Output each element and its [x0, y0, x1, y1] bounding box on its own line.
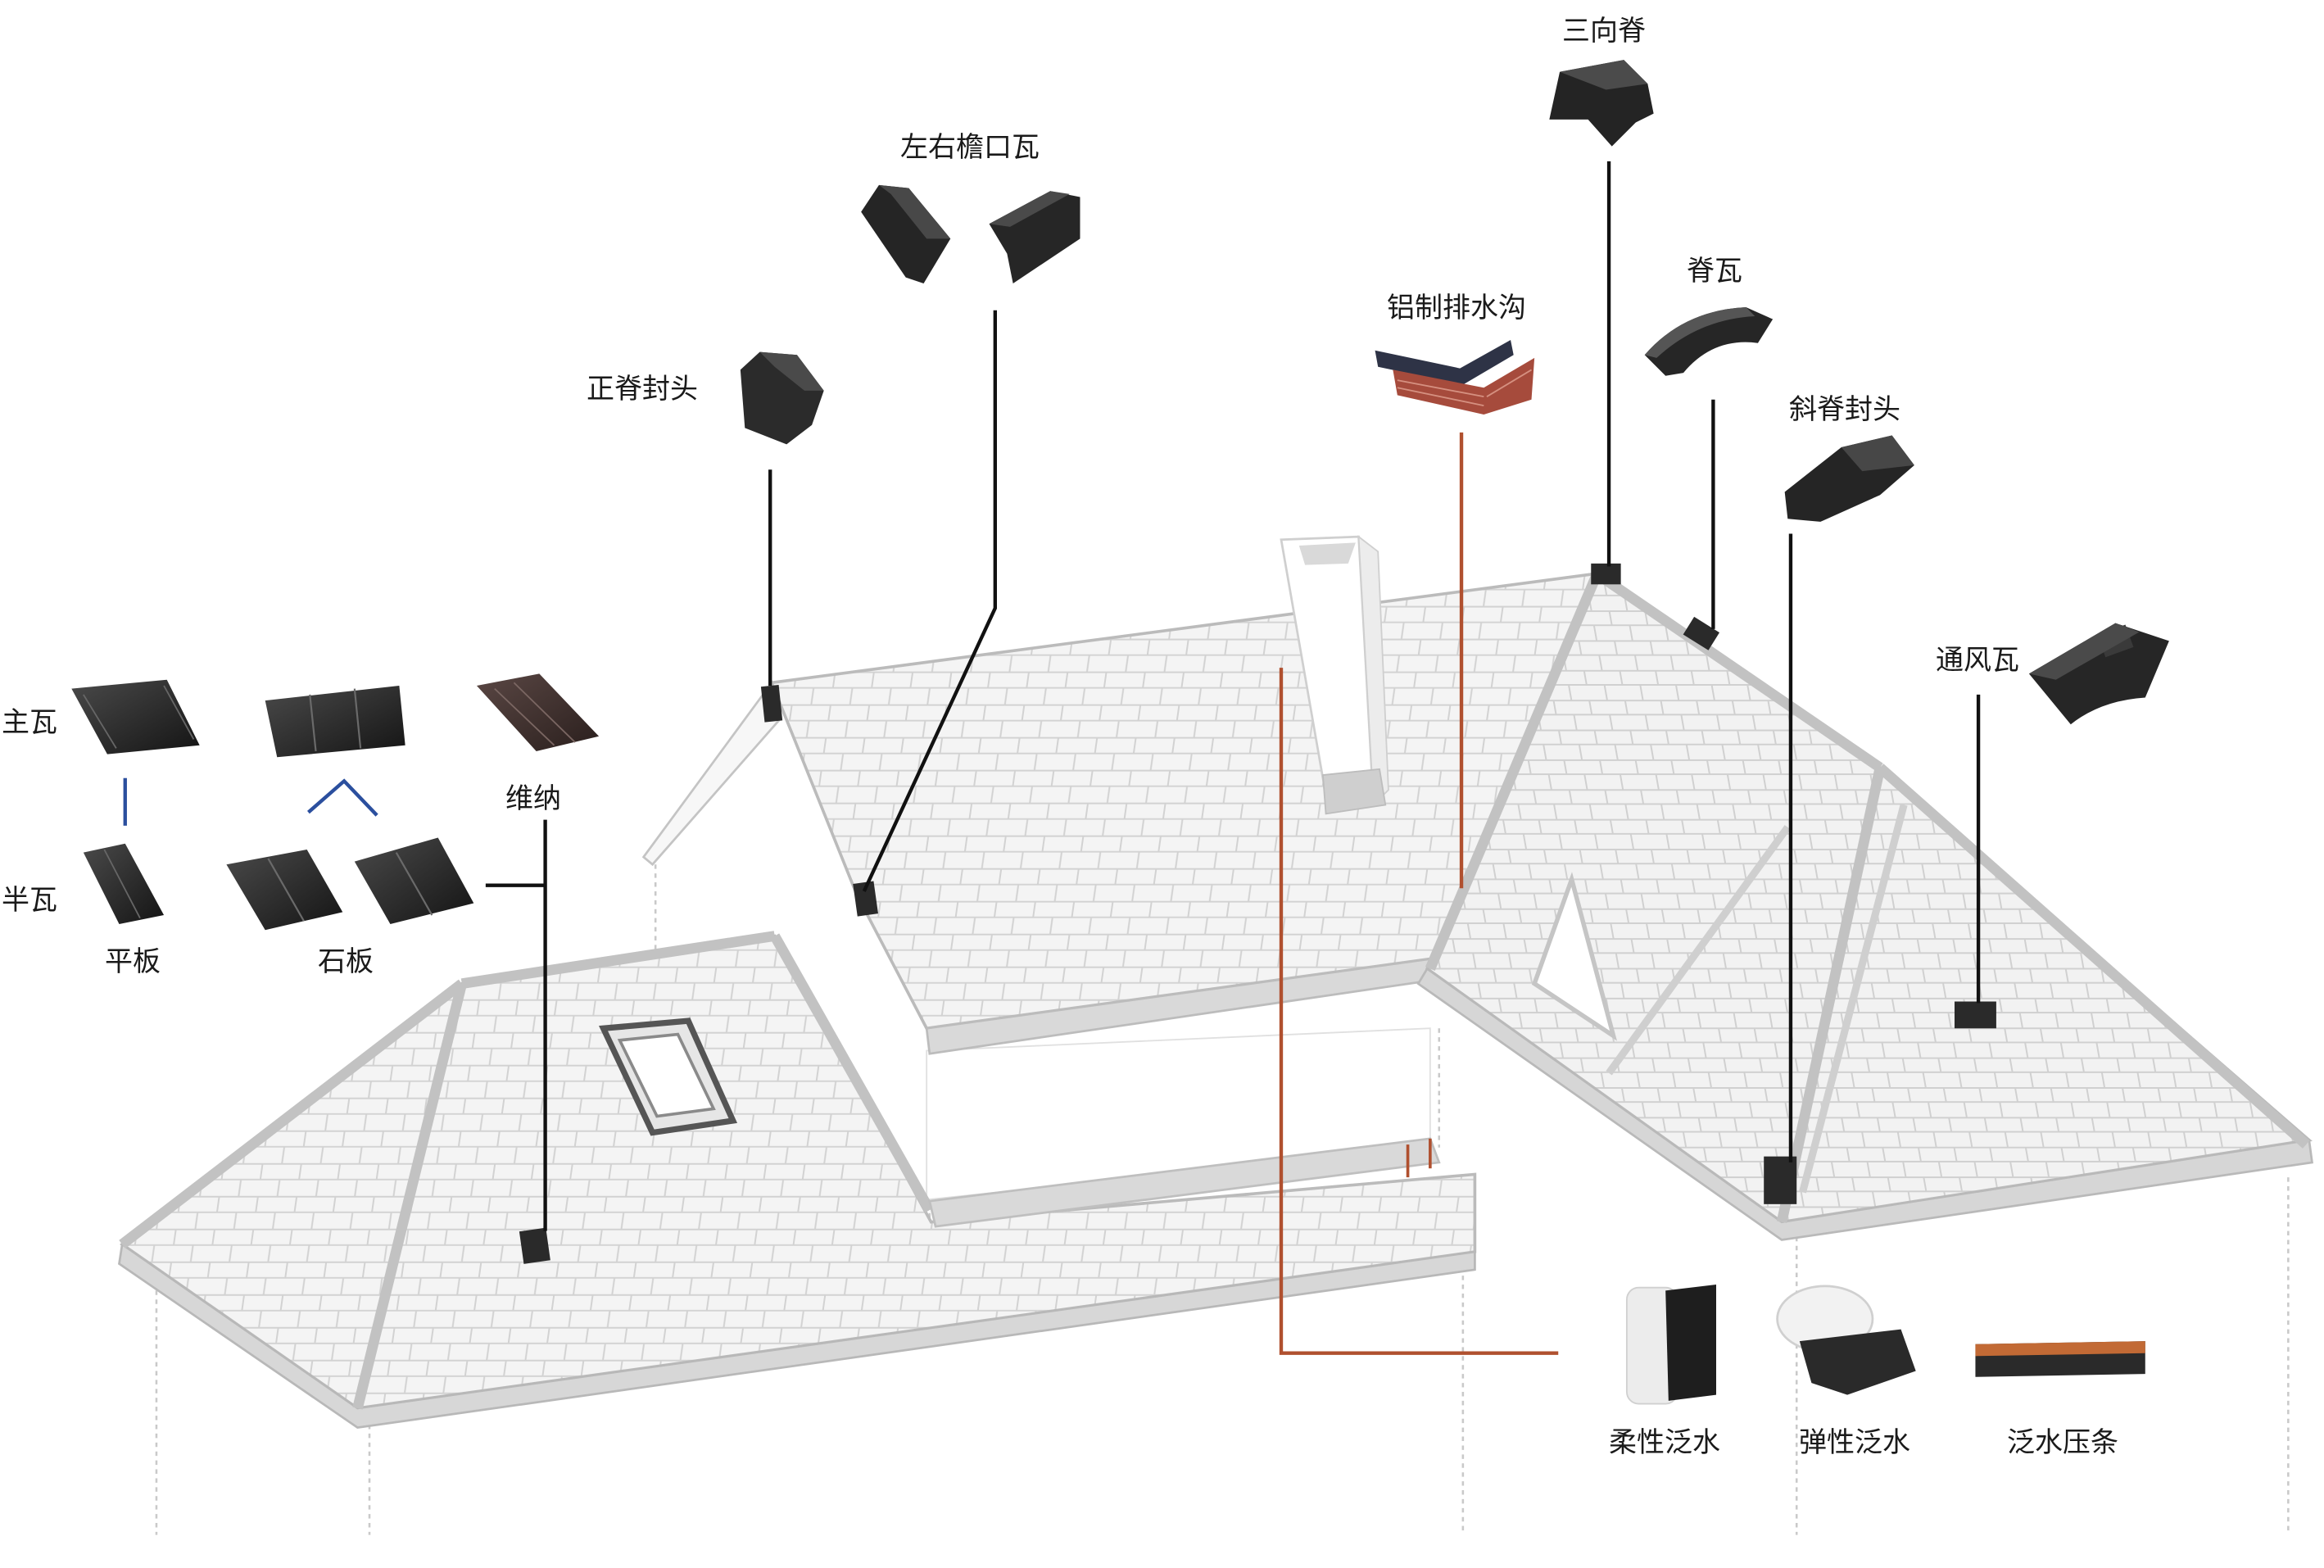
- label-three-way-ridge: 三向脊: [1562, 15, 1646, 48]
- label-flashing-strip: 泛水压条: [2007, 1426, 2118, 1459]
- label-weina-tile: 维纳: [505, 782, 561, 815]
- half-tile-slate-icon-2: [354, 837, 474, 924]
- callout-lines: [123, 161, 1981, 1355]
- gable-edge: [641, 680, 782, 867]
- label-flat-tile: 平板: [105, 945, 161, 978]
- label-ridge-tile: 脊瓦: [1687, 255, 1742, 288]
- elastic-flashing-icon: [1776, 1285, 1916, 1395]
- label-hip-end-cap: 斜脊封头: [1789, 393, 1900, 426]
- label-slate-tile: 石板: [318, 945, 374, 978]
- label-ridge-end-cap: 正脊封头: [587, 373, 698, 406]
- ridge-end-cap-icon: [740, 351, 824, 445]
- skylight-window: [599, 1017, 738, 1136]
- main-tile-slate-icon: [265, 685, 405, 758]
- label-aluminum-gutter: 铝制排水沟: [1387, 292, 1526, 324]
- ridge-tile-icon: [1644, 307, 1774, 376]
- label-vent-tile: 通风瓦: [1936, 644, 2019, 677]
- callout-eave-tile: [862, 310, 998, 892]
- connector-shiban: [307, 778, 378, 817]
- label-half-tile: 半瓦: [2, 884, 57, 917]
- three-way-ridge-icon: [1549, 60, 1654, 147]
- callout-flashing: [1279, 668, 1559, 1355]
- chimney: [1280, 535, 1389, 815]
- half-tile-slate-icon-1: [226, 850, 343, 931]
- flashing-strip-icon: [1975, 1341, 2145, 1377]
- callout-weina: [485, 819, 547, 1231]
- vent-tile-icon: [2028, 623, 2169, 725]
- label-elastic-flashing: 弹性泛水: [1799, 1426, 1910, 1459]
- main-tile-flat-icon: [71, 679, 200, 755]
- roof-markers: [519, 563, 1996, 1264]
- label-flexible-flashing: 柔性泛水: [1609, 1426, 1720, 1459]
- hip-end-cap-icon: [1784, 435, 1914, 522]
- half-tile-flat-icon: [83, 843, 165, 924]
- front-hip-ridges: [119, 931, 935, 1410]
- label-eave-tile: 左右檐口瓦: [900, 131, 1040, 164]
- eave-tile-right-icon: [989, 191, 1080, 283]
- flexible-flashing-icon: [1625, 1285, 1717, 1405]
- eave-tile-left-icon: [861, 184, 951, 283]
- right-dormer: [1531, 872, 1618, 1041]
- main-tile-weina-icon: [476, 673, 600, 751]
- label-main-tile: 主瓦: [2, 706, 57, 739]
- house-roof: [118, 535, 2313, 1535]
- aluminum-gutter-icon: [1375, 340, 1535, 415]
- right-hip-ridges: [1425, 569, 2310, 1224]
